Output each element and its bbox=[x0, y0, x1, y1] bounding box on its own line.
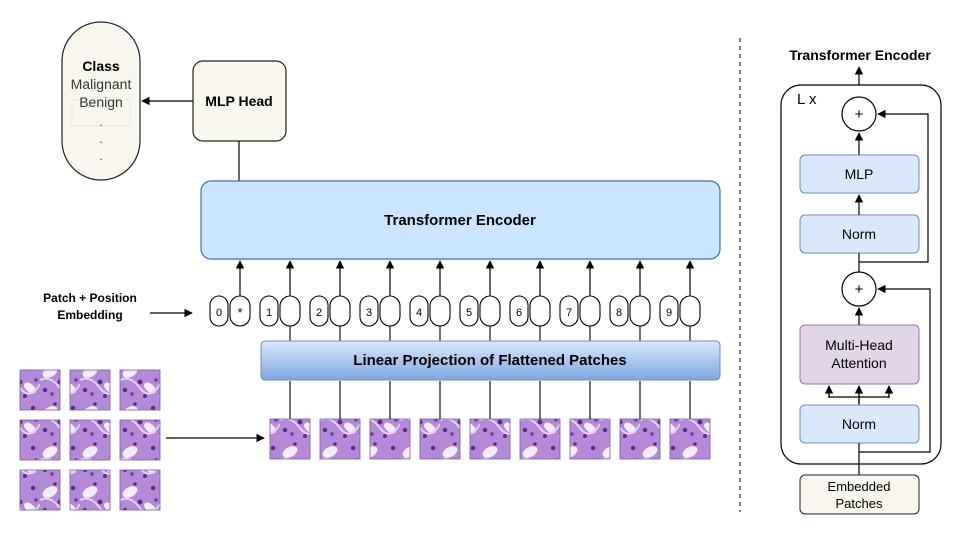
embedding-label: Patch + Position Embedding bbox=[43, 291, 137, 322]
encoder-detail-title: Transformer Encoder bbox=[789, 47, 931, 63]
flattened-patch-6 bbox=[519, 418, 561, 460]
residual-skip-bottom bbox=[859, 284, 931, 453]
position-token-5 bbox=[459, 295, 479, 327]
linear-projection-block: Linear Projection of Flattened Patches bbox=[260, 340, 721, 381]
position-token-label: 1 bbox=[266, 307, 272, 319]
linear-projection-label: Linear Projection of Flattened Patches bbox=[353, 352, 626, 369]
image-patch-5 bbox=[69, 419, 111, 461]
flattened-patch-2 bbox=[319, 418, 361, 460]
image-patch-3 bbox=[119, 369, 161, 411]
image-patch-9 bbox=[119, 469, 161, 511]
mlp-head-label: MLP Head bbox=[205, 93, 272, 109]
token-pair-7: 7 bbox=[559, 260, 601, 341]
patch-embedding-token bbox=[629, 295, 651, 327]
position-token-label: 0 bbox=[216, 307, 222, 319]
patch-embedding-token bbox=[279, 295, 301, 327]
residual-skip-top bbox=[859, 109, 929, 263]
token-pair-2: 2 bbox=[309, 260, 351, 341]
mlp-head-box: MLP Head bbox=[192, 60, 287, 142]
position-token-label: 4 bbox=[416, 307, 422, 319]
flattened-patch-5 bbox=[469, 418, 511, 460]
class-title: Class bbox=[82, 58, 120, 74]
token-pair-6: 6 bbox=[509, 260, 551, 341]
token-pair-3: 3 bbox=[359, 260, 401, 341]
class-malignant: Malignant bbox=[71, 76, 132, 92]
patch-embedding-token bbox=[579, 295, 601, 327]
embedded-patches-line2: Patches bbox=[836, 496, 883, 511]
flattened-patch-4 bbox=[419, 418, 461, 460]
repeat-label: L x bbox=[797, 91, 817, 108]
patch-embedding-token bbox=[679, 295, 701, 327]
position-token-label: 8 bbox=[616, 307, 622, 319]
image-patch-1 bbox=[19, 369, 61, 411]
flattened-patch-3 bbox=[369, 418, 411, 460]
position-token-2 bbox=[309, 295, 329, 327]
token-pair-4: 4 bbox=[409, 260, 451, 341]
flattened-patch-1 bbox=[269, 418, 311, 460]
patch-embedding-token bbox=[429, 295, 451, 327]
residual-add-mid bbox=[841, 271, 877, 307]
flattened-patch-9 bbox=[669, 418, 711, 460]
token-pair-1: 1 bbox=[259, 260, 301, 341]
embedding-label-line2: Embedding bbox=[57, 308, 122, 322]
embedded-patches-box bbox=[799, 474, 920, 515]
residual-add-top-symbol: + bbox=[855, 106, 864, 123]
flattened-patch-8 bbox=[619, 418, 661, 460]
patch-embedding-token bbox=[379, 295, 401, 327]
transformer-encoder-block: Transformer Encoder bbox=[200, 180, 721, 260]
position-token-label: 3 bbox=[366, 307, 372, 319]
token-pair-8: 8 bbox=[609, 260, 651, 341]
detail-mlp-label: MLP bbox=[845, 166, 874, 182]
position-token-label: 9 bbox=[666, 307, 672, 319]
detail-norm-bottom-label: Norm bbox=[842, 416, 876, 432]
class-dot-2: . bbox=[99, 132, 102, 146]
position-token-0 bbox=[209, 295, 229, 327]
position-token-4 bbox=[409, 295, 429, 327]
detail-attention-line1: Multi-Head bbox=[825, 337, 893, 353]
patch-embedding-token bbox=[529, 295, 551, 327]
flattened-patch-7 bbox=[569, 418, 611, 460]
position-token-label: 7 bbox=[566, 307, 572, 319]
position-token-6 bbox=[509, 295, 529, 327]
detail-norm-top-label: Norm bbox=[842, 226, 876, 242]
embedding-label-line1: Patch + Position bbox=[43, 291, 137, 305]
token-pair-9: 9 bbox=[659, 260, 701, 341]
image-patch-6 bbox=[119, 419, 161, 461]
residual-add-top bbox=[841, 96, 877, 132]
transformer-encoder-label: Transformer Encoder bbox=[384, 212, 536, 229]
class-token-label: * bbox=[237, 305, 242, 320]
position-token-1 bbox=[259, 295, 279, 327]
image-patch-8 bbox=[69, 469, 111, 511]
position-token-label: 6 bbox=[516, 307, 522, 319]
encoder-detail: Transformer Encoder L x + MLP Norm + Mul… bbox=[780, 47, 942, 515]
flattened-patch-row bbox=[269, 381, 711, 460]
embedded-patches-line1: Embedded bbox=[828, 479, 891, 494]
image-patch-4 bbox=[19, 419, 61, 461]
image-patch-2 bbox=[69, 369, 111, 411]
patch-embedding-token bbox=[329, 295, 351, 327]
residual-add-mid-symbol: + bbox=[855, 281, 864, 298]
position-token-8 bbox=[609, 295, 629, 327]
class-dot-3: . bbox=[99, 149, 102, 163]
class-output-box: Class Malignant Benign . . . bbox=[61, 21, 141, 181]
position-token-label: 5 bbox=[466, 307, 472, 319]
class-dot-1: . bbox=[99, 115, 102, 129]
position-token-7 bbox=[559, 295, 579, 327]
class-benign: Benign bbox=[79, 94, 123, 110]
detail-attention-line2: Attention bbox=[831, 355, 886, 371]
patch-grid bbox=[19, 369, 161, 511]
token-pair-0: 0* bbox=[209, 260, 251, 327]
token-pair-5: 5 bbox=[459, 260, 501, 341]
position-token-9 bbox=[659, 295, 679, 327]
patch-embedding-token bbox=[479, 295, 501, 327]
position-token-label: 2 bbox=[316, 307, 322, 319]
position-token-3 bbox=[359, 295, 379, 327]
image-patch-7 bbox=[19, 469, 61, 511]
